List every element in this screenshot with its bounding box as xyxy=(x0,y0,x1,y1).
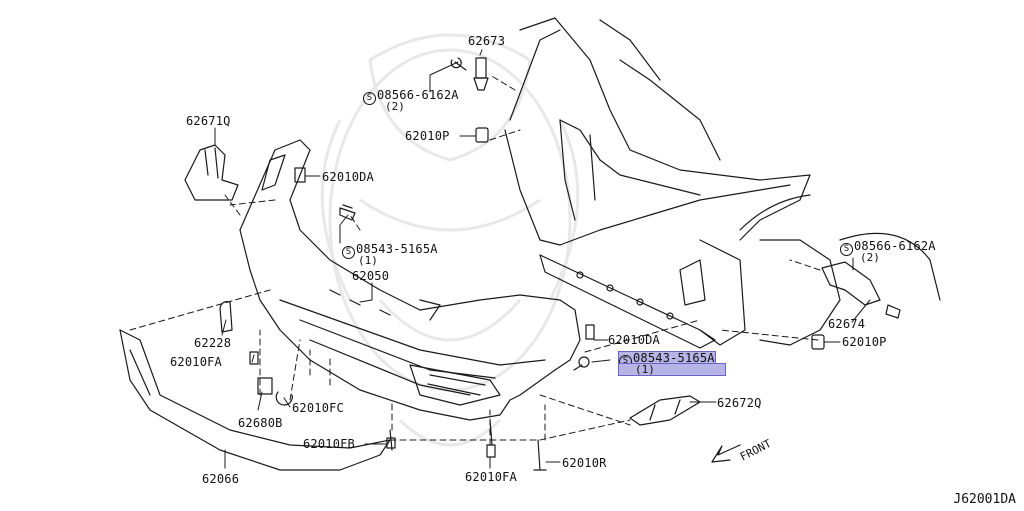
bumper-fascia-62050 xyxy=(239,139,581,421)
part-08543-right-qty: (1) xyxy=(618,363,726,376)
dashed-guides xyxy=(129,74,821,446)
part-62010R-label: 62010R xyxy=(562,456,607,470)
part-62010FB-label: 62010FB xyxy=(303,437,355,451)
bolt-symbol-icon: S xyxy=(840,243,853,256)
part-62050-label: 62050 xyxy=(352,269,390,283)
bolt-symbol-icon: S xyxy=(342,246,355,259)
vehicle-body-structure xyxy=(504,17,941,349)
part-62228-label: 62228 xyxy=(194,336,232,350)
watermark-emblem xyxy=(320,33,580,447)
part-08566-top-qty: (2) xyxy=(385,100,405,113)
bracket-62671Q xyxy=(184,144,239,201)
part-62674-label: 62674 xyxy=(828,317,866,331)
bolt-symbol-icon: S xyxy=(363,92,376,105)
part-62010FA-bottom-label: 62010FA xyxy=(465,470,517,484)
part-62010FC-label: 62010FC xyxy=(292,401,344,415)
part-62673-label: 62673 xyxy=(468,34,506,48)
part-62010P-right-label: 62010P xyxy=(842,335,887,349)
lower-spoiler-62066 xyxy=(119,329,391,471)
bracket-62674 xyxy=(821,261,881,306)
part-62671Q-label: 62671Q xyxy=(186,114,231,128)
leader-lines xyxy=(214,49,871,469)
part-08566-right-qty: (2) xyxy=(860,251,880,264)
part-62066-label: 62066 xyxy=(202,472,240,486)
part-08543-left-qty: (1) xyxy=(358,254,378,267)
part-62672Q-label: 62672Q xyxy=(717,396,762,410)
bracket-62672Q xyxy=(629,395,701,426)
part-62010FA-left-label: 62010FA xyxy=(170,355,222,369)
part-62680B-label: 62680B xyxy=(238,416,283,430)
fasteners xyxy=(219,57,901,471)
part-62010DA-mid-label: 62010DA xyxy=(608,333,660,347)
part-62010DA-top-label: 62010DA xyxy=(322,170,374,184)
front-arrow xyxy=(711,444,741,463)
diagram-id-label: J62001DA xyxy=(953,492,1016,507)
part-62010P-top-label: 62010P xyxy=(405,129,450,143)
